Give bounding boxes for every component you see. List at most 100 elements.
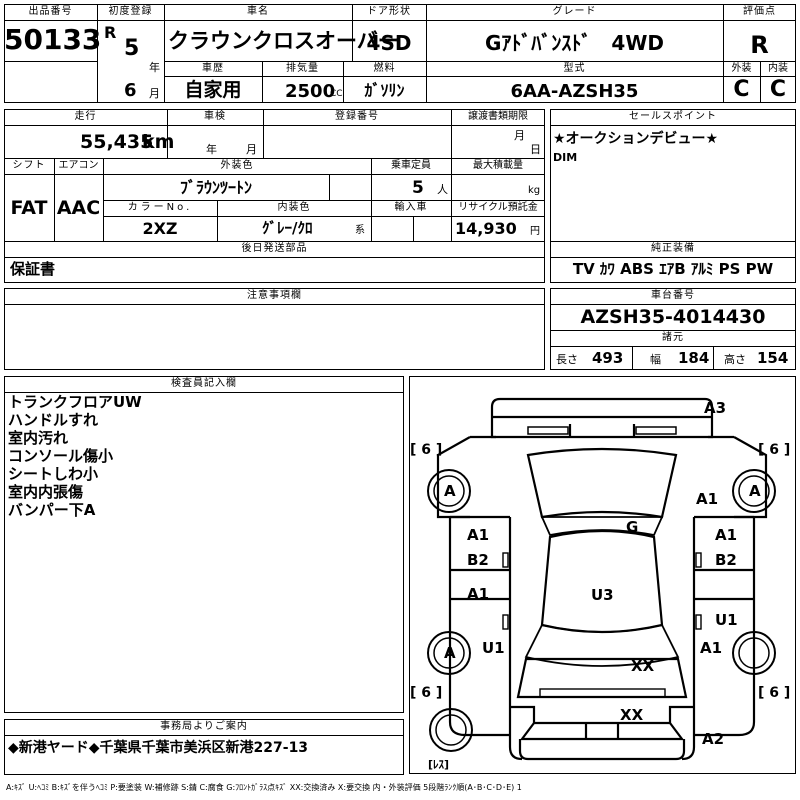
inspector-line: シートしわ小 [8,465,99,483]
lot-value: 50133 [4,23,102,56]
fuel-label: 燃料 [373,63,396,74]
width-value: 184 [678,349,710,367]
sales-point-box [550,109,796,283]
parts-value: 保証書 [10,260,56,278]
width-label: 幅 [650,353,661,366]
int-value: C [769,77,787,102]
score-value: R [750,31,769,59]
right-fender-mark: A1 [700,639,723,657]
chassis-value: AZSH35-4014430 [580,306,766,328]
notes-box [4,288,545,370]
load-label: 最大積載量 [473,160,523,171]
sales-line-1: ★オークションデビュー★ [553,131,719,147]
car-name: クラウンクロスオーバー [168,29,399,53]
regno-label: 登録番号 [335,111,379,122]
vehicle-detail-grid [4,109,545,283]
office-label: 事務局よりご案内 [160,721,248,732]
inspector-line: トランクフロアUW [8,393,142,411]
month-unit: 月 [149,87,160,100]
intcolor-unit: 系 [355,225,365,236]
transfer-day-unit: 日 [530,143,541,156]
recycle-label: リサイクル預託金 [458,202,538,213]
hood-mark: XX [631,657,655,675]
fuel-value: ｶﾞｿﾘﾝ [364,81,405,100]
inspector-line: バンパー下A [8,501,96,519]
wheel-rear-left [427,469,471,513]
colorno-value: 2XZ [142,219,178,238]
shift-value: FAT [10,197,48,219]
legend: A:ｷｽﾞ U:ﾍｺﾐ B:ｷｽﾞを伴うﾍｺﾐ P:要塗装 W:補修跡 S:錆 … [6,783,522,792]
height-value: 154 [757,349,789,367]
wheel-rear-right [732,469,776,513]
office-value: ◆新港ヤード◆千葉県千葉市美浜区新港227-13 [8,740,309,756]
tire-rear-right-tread: [ 6 ] [758,442,791,458]
inspection-label: 車検 [204,111,226,122]
transfer-label: 譲渡書類期限 [468,111,528,122]
tire-rear-left-tread: [ 6 ] [410,442,443,458]
height-label: 高さ [724,353,746,366]
inspector-line: 室内内張傷 [8,483,84,501]
roof-mark: U3 [591,586,614,604]
wheel-front-right [732,631,776,675]
left-rear-door-mark-1: A1 [467,526,490,544]
wheel-rl-mark: A [444,482,456,500]
displacement-label: 排気量 [286,63,319,74]
year-unit: 年 [149,61,160,74]
door-label: ドア形状 [367,6,411,17]
mileage-unit: km [142,131,175,153]
ext-value: C [733,77,750,102]
spec-label: 諸元 [662,332,684,343]
length-value: 493 [592,349,624,367]
right-quarter-mark: A1 [696,490,719,508]
model-value: 6AA-AZSH35 [510,81,639,102]
equip-label: 純正装備 [651,243,695,254]
colorno-label: カラーNo. [127,202,193,213]
chassis-label: 車台番号 [651,290,695,301]
grade-label: グレード [552,6,597,17]
inspector-line: ハンドルすれ [8,411,99,429]
reg-year: 5 [124,36,140,61]
left-rear-door-mark-2: B2 [467,551,489,569]
lot-label: 出品番号 [28,6,73,17]
front-grille-mark: XX [620,706,644,724]
displacement-value: 2500 [285,81,336,102]
tire-front-right-tread: [ 6 ] [758,685,791,701]
score-label: 評価点 [743,6,776,17]
wheel-front-left [427,631,471,675]
chassis-box [550,288,796,370]
inspector-line: 室内汚れ [8,429,69,447]
ac-value: AAC [56,197,101,219]
color-value: ﾌﾞﾗｳﾝﾂｰﾄﾝ [179,178,252,197]
model-label: 型式 [563,63,586,74]
notes-label: 注意事項欄 [247,290,302,301]
wheel-fl-mark: A [444,644,456,662]
left-fender-mark: U1 [482,639,505,657]
recycle-unit: 円 [530,226,540,237]
tire-front-left-tread: [ 6 ] [410,685,443,701]
era: R [104,23,117,42]
capacity-value: 5 [412,178,424,198]
mileage-value: 55,435 [80,131,154,153]
right-front-door-mark: U1 [715,611,738,629]
inspection-month-unit: 月 [246,143,257,156]
trunk-mark: G [626,518,639,536]
ac-label: エアコン [58,160,99,171]
length-label: 長さ [556,353,578,366]
equip-value: TV ｶﾜ ABS ｴｱB ｱﾙﾐ PS PW [572,260,774,278]
int-label: 内装 [768,63,788,74]
first-reg-label: 初度登録 [108,6,153,17]
right-rear-door-mark-2: B2 [715,551,737,569]
inspector-label: 検査員記入欄 [171,378,237,389]
capacity-unit: 人 [437,183,448,196]
left-front-door-mark: A1 [467,585,490,603]
intcolor-value: ｸﾞﾚｰ/ｸﾛ [262,219,313,237]
reg-month: 6 [124,80,137,101]
sales-label: セールスポイント [629,111,717,122]
history-label: 車歴 [202,63,224,74]
parts-label: 後日発送部品 [241,243,308,254]
wheel-rr-mark: A [749,482,761,500]
load-unit: kg [528,185,541,196]
spare-tire-label: [ﾚｽ] [428,758,450,771]
right-rear-door-mark-1: A1 [715,526,738,544]
damage-diagram: [ 6 ] [ 6 ] [ 6 ] [ 6 ] [ﾚｽ] A A A A3 A1… [409,376,796,774]
